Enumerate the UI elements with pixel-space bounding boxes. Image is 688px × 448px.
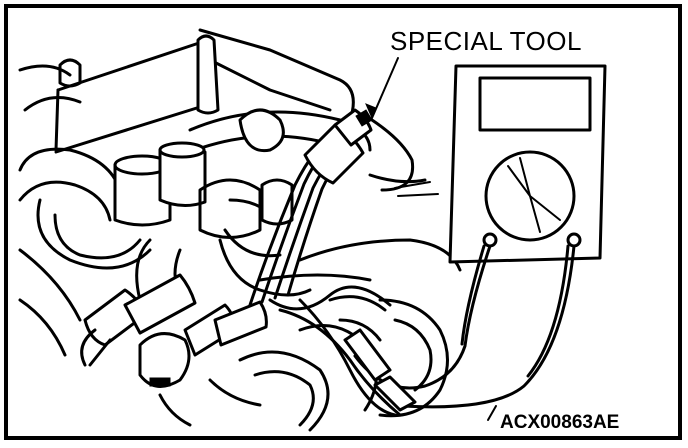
callout-arrowhead bbox=[365, 103, 377, 120]
test-leads bbox=[343, 244, 576, 412]
special-tool-label: SPECIAL TOOL bbox=[390, 26, 582, 56]
multimeter bbox=[448, 64, 607, 264]
figure-id-tick bbox=[487, 405, 497, 421]
engine-bay-illustration bbox=[18, 28, 462, 432]
figure-id-label: ACX00863AE bbox=[500, 412, 619, 433]
